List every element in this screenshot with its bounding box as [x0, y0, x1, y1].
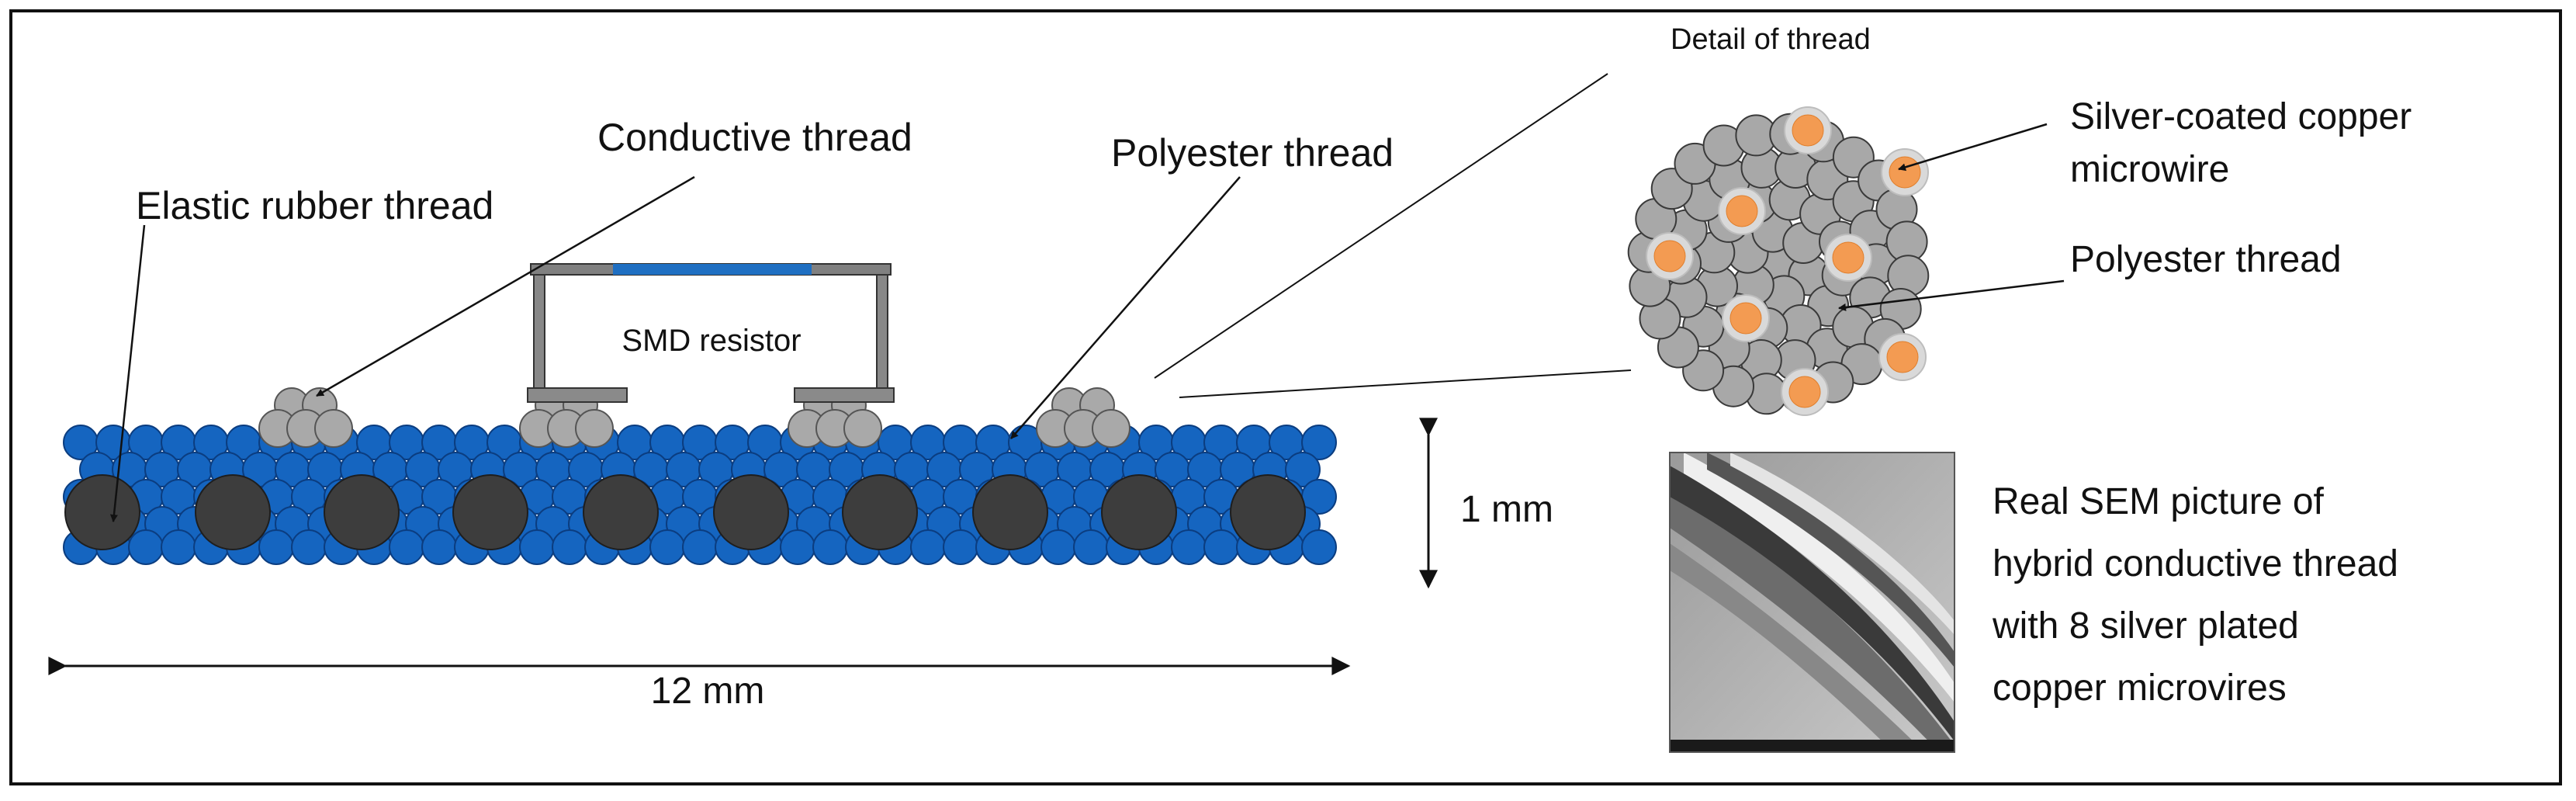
polyester-fiber — [421, 529, 457, 565]
copper-microwire — [1726, 195, 1758, 227]
elastic-rubber-thread — [972, 474, 1048, 550]
figure-frame — [9, 9, 2562, 785]
smd-resistor: SMD resistor — [527, 263, 895, 403]
polyester-fiber — [1301, 425, 1337, 460]
polyester-fiber — [1040, 529, 1076, 565]
sem-caption-line-4: copper microvires — [1993, 668, 2287, 709]
sem-caption: Real SEM picture of hybrid conductive th… — [1992, 481, 2398, 709]
polyester-fiber — [389, 529, 424, 565]
polyester-fiber — [812, 529, 848, 565]
polyester-fiber — [780, 529, 815, 565]
sem-image — [1669, 452, 1955, 753]
polyester-thread-detail-label: Polyester thread — [2070, 239, 2342, 280]
left-leader-lines — [109, 73, 1632, 522]
thread-detail-cross-section — [1627, 106, 1930, 416]
copper-microwire — [1653, 240, 1686, 272]
polyester-fiber — [128, 529, 164, 565]
width-dimension-label: 12 mm — [651, 671, 765, 712]
copper-microwire — [1886, 341, 1919, 373]
polyester-fiber — [161, 529, 196, 565]
polyester-fiber — [519, 529, 555, 565]
polyester-fiber — [291, 529, 327, 565]
elastic-rubber-thread — [713, 474, 789, 550]
height-dimension-label: 1 mm — [1460, 489, 1553, 530]
elastic-rubber-thread — [64, 474, 140, 550]
fabric-cross-section — [63, 387, 1337, 565]
elastic-rubber-thread — [842, 474, 918, 550]
conductive-fiber — [1092, 409, 1130, 448]
polyester-fiber — [910, 529, 946, 565]
conductive-thread-label: Conductive thread — [597, 116, 912, 159]
sem-caption-line-1: Real SEM picture of — [1993, 481, 2325, 522]
polyester-fiber — [1203, 529, 1239, 565]
detail-leader-lines — [1838, 123, 2065, 311]
silver-coated-label-line2: microwire — [2070, 149, 2229, 190]
conductive-fiber — [575, 409, 614, 448]
copper-microwire — [1792, 114, 1824, 147]
elastic-rubber-thread — [195, 474, 271, 550]
polyester-fiber — [1285, 452, 1321, 487]
polyester-fiber — [682, 529, 718, 565]
sem-caption-line-2: hybrid conductive thread — [1993, 543, 2398, 584]
copper-microwire — [1788, 376, 1821, 408]
copper-microwire — [1729, 302, 1762, 335]
polyester-thread-label: Polyester thread — [1111, 131, 1394, 175]
polyester-fiber — [1301, 529, 1337, 565]
conductive-fiber — [843, 409, 882, 448]
silver-coated-label-line1: Silver-coated copper — [2070, 96, 2412, 137]
detail-of-thread-label: Detail of thread — [1671, 23, 1871, 56]
smd-resistor-label: SMD resistor — [621, 324, 801, 358]
polyester-fiber — [649, 529, 685, 565]
sem-caption-line-3: with 8 silver plated — [1992, 605, 2299, 647]
copper-microwire — [1889, 156, 1921, 189]
elastic-rubber-thread — [1101, 474, 1177, 550]
copper-microwire — [1832, 241, 1864, 274]
polyester-fiber — [258, 529, 294, 565]
elastic-rubber-thread — [452, 474, 528, 550]
polyester-fiber — [552, 529, 587, 565]
conductive-fiber — [314, 409, 353, 448]
elastic-rubber-thread — [324, 474, 400, 550]
elastic-rubber-thread — [1230, 474, 1306, 550]
elastic-rubber-thread-label: Elastic rubber thread — [136, 184, 493, 227]
polyester-fiber — [1171, 529, 1207, 565]
polyester-fiber — [1073, 529, 1109, 565]
elastic-rubber-thread — [583, 474, 659, 550]
polyester-fiber — [943, 529, 978, 565]
